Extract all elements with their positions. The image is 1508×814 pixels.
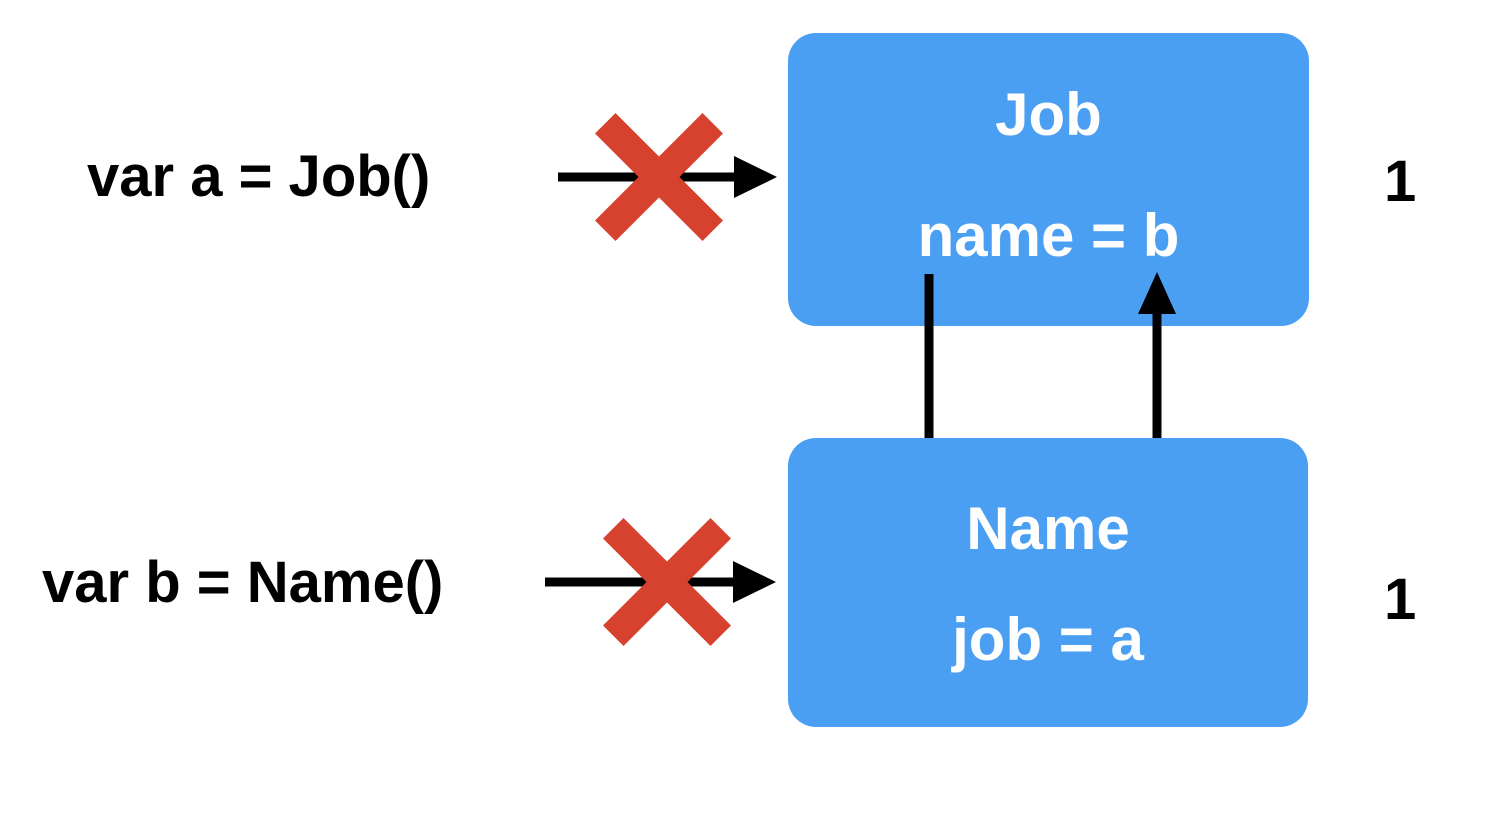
code-label-var-a: var a = Job(): [87, 144, 431, 209]
name-object-box: Name job = a: [788, 438, 1308, 727]
job-ref-count: 1: [1384, 149, 1417, 214]
red-x-icon-bottom: [603, 518, 731, 646]
code-label-var-b: var b = Name(): [42, 550, 444, 615]
assignment-arrow-b-to-name-icon: [545, 561, 776, 603]
name-box-title: Name: [966, 495, 1130, 562]
red-x-icon-top: [595, 113, 723, 241]
name-box-field: job = a: [952, 606, 1144, 673]
job-box-title: Job: [995, 81, 1102, 148]
job-object-box: Job name = b: [788, 33, 1309, 326]
job-box-field: name = b: [917, 202, 1180, 269]
name-ref-count: 1: [1384, 567, 1417, 632]
